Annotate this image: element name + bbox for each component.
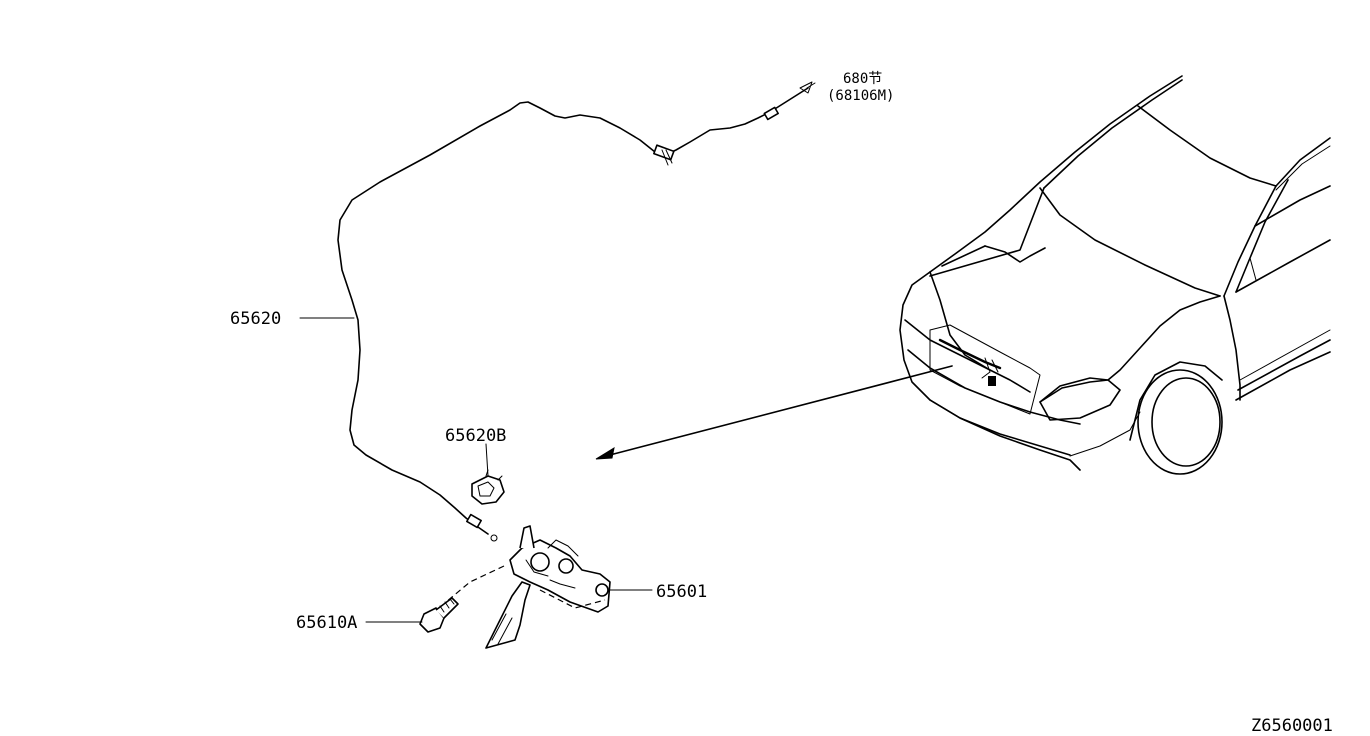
cable-clip	[471, 469, 505, 505]
label-bolt: 65610A	[296, 613, 357, 633]
detail-arrow	[595, 365, 953, 460]
label-cable: 65620	[230, 309, 281, 329]
label-ref-section: 680节	[843, 71, 882, 87]
car-front-illustration	[899, 75, 1331, 475]
hood-lock-assembly	[445, 525, 611, 649]
diagram-code: Z6560001	[1251, 716, 1333, 736]
leader-clip	[485, 443, 489, 477]
bolt	[419, 597, 459, 633]
label-ref-sub: (68106M)	[827, 88, 894, 104]
label-clip: 65620B	[445, 426, 506, 446]
hood-release-cable	[337, 81, 816, 542]
label-lock: 65601	[656, 582, 707, 602]
